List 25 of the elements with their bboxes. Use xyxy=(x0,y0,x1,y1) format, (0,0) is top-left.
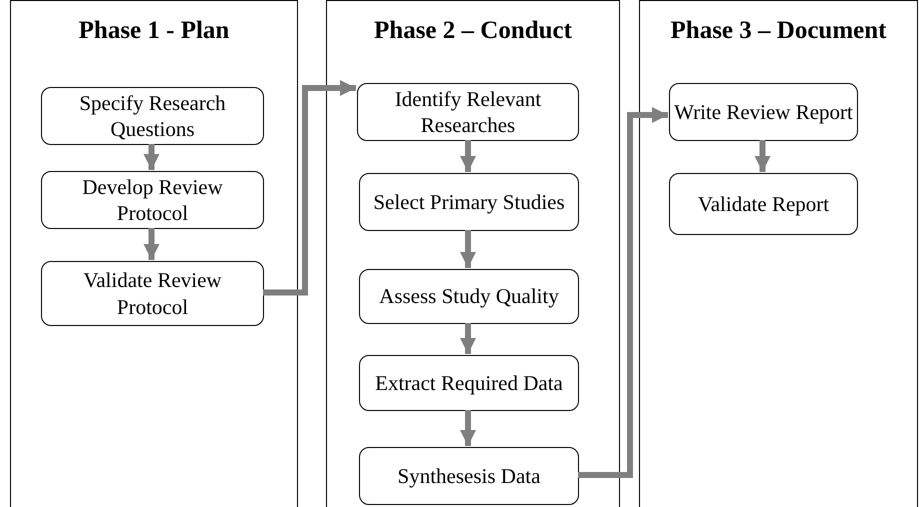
arrow xyxy=(144,228,160,260)
process-box: Specify Research Questions xyxy=(41,87,264,145)
arrow xyxy=(263,80,356,296)
arrow xyxy=(460,140,476,172)
process-box: Select Primary Studies xyxy=(359,173,579,231)
process-box: Write Review Report xyxy=(669,83,858,141)
process-box: Synthesesis Data xyxy=(359,447,579,505)
phase-panel xyxy=(326,0,620,507)
process-box: Validate Report xyxy=(669,173,858,235)
process-box: Develop Review Protocol xyxy=(41,171,264,229)
arrow xyxy=(460,410,476,446)
arrow xyxy=(460,230,476,268)
phase-title: Phase 3 – Document xyxy=(670,16,888,46)
arrow xyxy=(144,144,160,170)
arrow xyxy=(578,107,668,478)
process-box: Validate Review Protocol xyxy=(41,261,264,326)
arrow xyxy=(754,140,770,172)
phase-title: Phase 1 - Plan xyxy=(78,16,230,46)
process-box: Extract Required Data xyxy=(359,355,579,411)
phase-panel xyxy=(10,0,298,507)
phase-title: Phase 2 – Conduct xyxy=(373,16,573,46)
arrow xyxy=(460,323,476,354)
process-box: Identify Relevant Researches xyxy=(357,83,579,141)
phase-panel xyxy=(639,0,918,507)
process-box: Assess Study Quality xyxy=(359,269,579,324)
